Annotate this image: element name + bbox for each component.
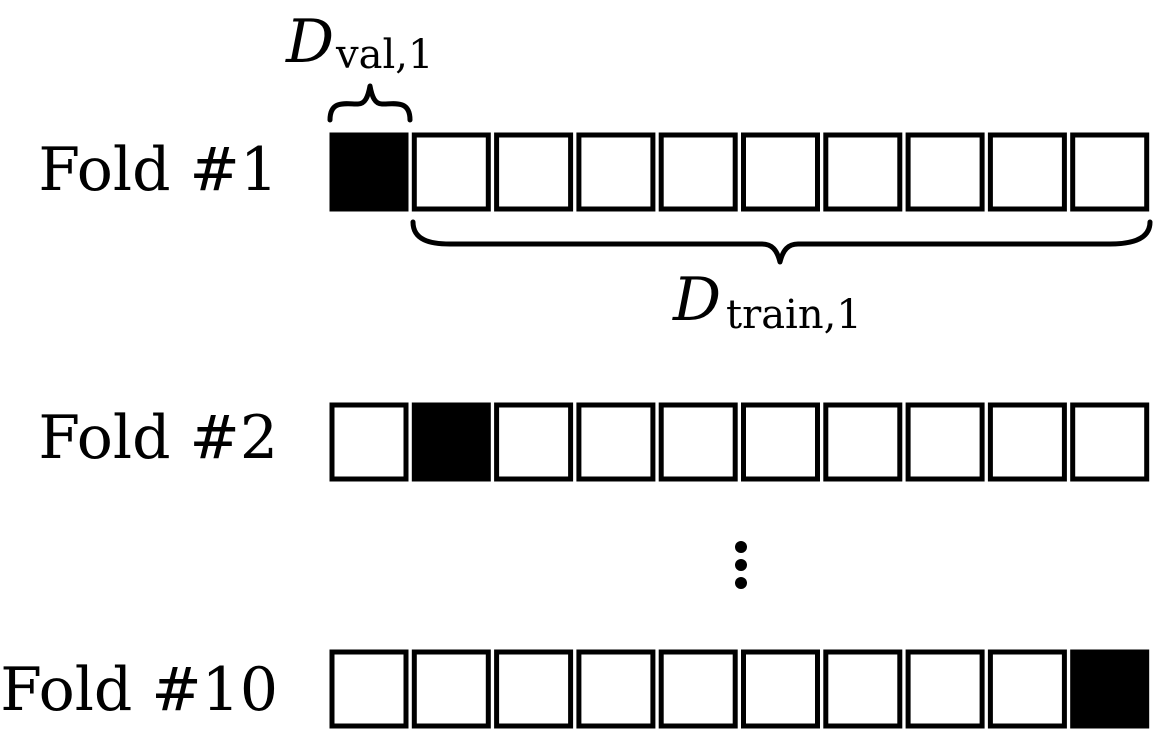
training-cell	[987, 649, 1067, 729]
ellipsis-dot	[735, 577, 747, 589]
train-annotation: D train,1	[410, 219, 1153, 338]
training-cell	[905, 132, 985, 212]
fold-label: Fold #10	[0, 655, 278, 725]
val-symbol: D	[285, 7, 334, 77]
training-cell	[329, 649, 409, 729]
train-subscript: train,1	[726, 292, 862, 338]
training-cell	[494, 132, 574, 212]
training-cell	[987, 132, 1067, 212]
training-cell	[823, 132, 903, 212]
validation-cell	[329, 132, 409, 212]
training-cell	[576, 132, 656, 212]
training-cell	[987, 402, 1067, 482]
training-cell	[905, 402, 985, 482]
val-brace	[327, 83, 413, 123]
train-brace	[410, 219, 1153, 265]
training-cell	[658, 649, 738, 729]
training-cell	[329, 402, 409, 482]
training-cell	[823, 649, 903, 729]
validation-cell	[1070, 649, 1150, 729]
training-cell	[905, 649, 985, 729]
ellipsis-dot	[735, 559, 747, 571]
fold-cells	[329, 402, 1150, 482]
fold-row-2: Fold #2	[38, 402, 1150, 482]
ellipsis-dot	[735, 541, 747, 553]
val-subscript: val,1	[335, 32, 433, 78]
train-symbol: D	[672, 265, 721, 335]
training-cell	[658, 132, 738, 212]
fold-row-10: Fold #10	[0, 649, 1150, 729]
validation-cell	[411, 402, 491, 482]
training-cell	[576, 402, 656, 482]
fold-label: Fold #2	[38, 403, 278, 473]
training-cell	[658, 402, 738, 482]
training-cell	[741, 132, 820, 212]
fold-label: Fold #1	[38, 135, 278, 205]
training-cell	[823, 402, 903, 482]
training-cell	[411, 649, 491, 729]
fold-cells	[329, 649, 1150, 729]
training-cell	[741, 649, 820, 729]
training-cell	[576, 649, 656, 729]
training-cell	[494, 649, 574, 729]
fold-cells	[329, 132, 1150, 212]
training-cell	[494, 402, 574, 482]
vertical-ellipsis	[735, 541, 747, 589]
training-cell	[1070, 402, 1150, 482]
training-cell	[741, 402, 820, 482]
val-annotation: D val,1	[285, 7, 433, 123]
fold-row-1: Fold #1	[38, 132, 1150, 212]
training-cell	[1070, 132, 1150, 212]
training-cell	[411, 132, 491, 212]
